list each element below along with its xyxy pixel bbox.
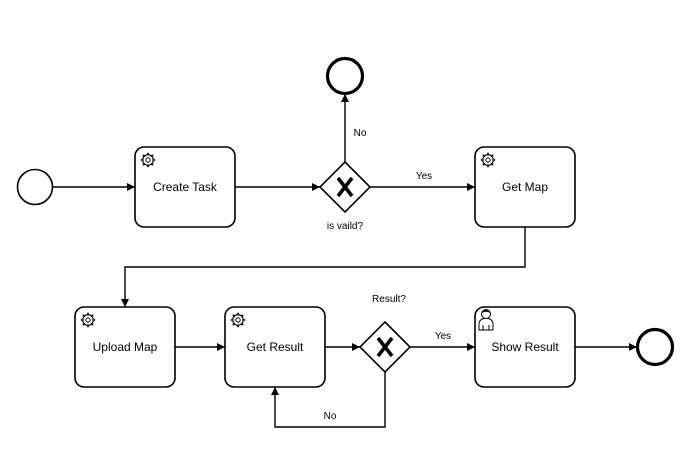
- gear-icon: [230, 312, 246, 328]
- task-box: [224, 306, 326, 388]
- start-event[interactable]: [16, 168, 54, 206]
- task-get-map[interactable]: Get Map: [474, 146, 576, 228]
- task-box: [474, 306, 576, 388]
- task-box: [474, 146, 576, 228]
- flow-label-valid-yes: Yes: [416, 171, 432, 182]
- task-label: Create Task: [153, 180, 218, 194]
- gear-icon: [80, 312, 96, 328]
- end-event-invalid[interactable]: [325, 56, 365, 96]
- task-label: Show Result: [491, 340, 559, 354]
- exclusive-x-icon: [336, 176, 354, 198]
- task-upload-map[interactable]: Upload Map: [74, 306, 176, 388]
- gateway-result[interactable]: [358, 320, 412, 374]
- task-show-result[interactable]: Show Result: [474, 306, 576, 388]
- gateway-label-result: Result?: [372, 294, 406, 305]
- user-icon: [478, 309, 494, 331]
- flow-label-result-no: No: [324, 411, 337, 422]
- task-box: [134, 146, 236, 228]
- sequence-flows: [53, 94, 637, 428]
- gateway-label-is-valid: is vaild?: [327, 221, 364, 232]
- task-label: Upload Map: [93, 340, 158, 354]
- flow-label-result-yes: Yes: [435, 331, 451, 342]
- gear-icon: [140, 152, 156, 168]
- flow-result-no-loop[interactable]: [271, 372, 386, 428]
- gear-icon: [480, 152, 496, 168]
- task-box: [74, 306, 176, 388]
- task-label: Get Map: [502, 180, 548, 194]
- gateway-is-valid[interactable]: [318, 160, 372, 214]
- flow-get-map-to-upload-map[interactable]: [121, 227, 526, 307]
- task-create-task[interactable]: Create Task: [134, 146, 236, 228]
- task-get-result[interactable]: Get Result: [224, 306, 326, 388]
- task-label: Get Result: [247, 340, 304, 354]
- end-event-final[interactable]: [635, 327, 675, 367]
- exclusive-x-icon: [376, 336, 394, 358]
- flow-label-valid-no: No: [354, 128, 367, 139]
